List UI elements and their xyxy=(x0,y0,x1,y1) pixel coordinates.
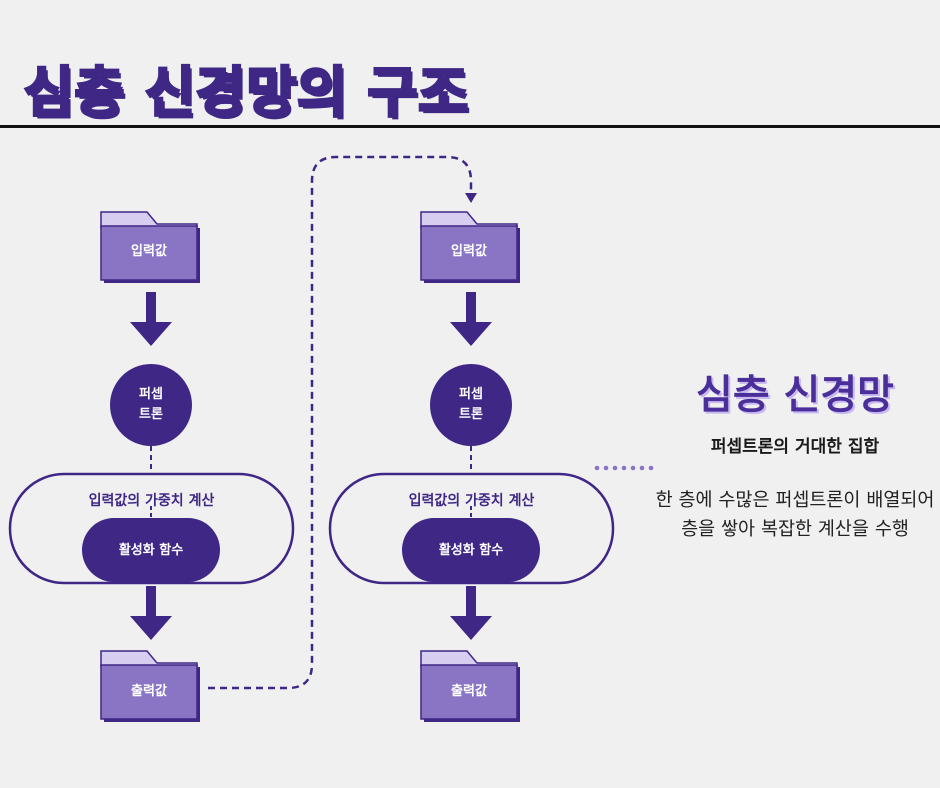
perceptron-label-line2: 트론 xyxy=(139,407,163,422)
down-arrow-icon xyxy=(450,586,492,640)
dotted-leader xyxy=(594,465,654,471)
down-arrow-icon xyxy=(450,292,492,346)
connector-arrowhead-icon xyxy=(465,193,477,203)
column-2 xyxy=(328,211,615,723)
down-arrow-icon xyxy=(130,292,172,346)
layer-box xyxy=(328,472,615,585)
weight-calc-label: 입력값의 가중치 계산 xyxy=(88,493,215,509)
side-title: 심층 신경망 xyxy=(696,372,894,418)
page-title: 심층 신경망의 구조 xyxy=(22,60,470,126)
layer-box xyxy=(8,472,295,585)
activation-pill xyxy=(402,518,540,582)
output-label: 출력값 xyxy=(451,684,487,699)
column-1 xyxy=(8,211,295,723)
activation-label: 활성화 함수 xyxy=(438,543,504,558)
side-subtitle: 퍼셉트론의 거대한 집합 xyxy=(710,437,880,457)
dashed-connector xyxy=(208,155,473,690)
down-arrow-icon xyxy=(130,586,172,640)
activation-label: 활성화 함수 xyxy=(118,543,184,558)
perceptron-label-line1: 퍼셉 xyxy=(459,387,483,402)
activation-pill xyxy=(82,518,220,582)
output-label: 출력값 xyxy=(131,684,167,699)
input-label: 입력값 xyxy=(131,244,167,259)
title-divider xyxy=(0,125,940,128)
perceptron-label-line1: 퍼셉 xyxy=(139,387,163,402)
perceptron-node xyxy=(110,364,192,446)
side-description: 한 층에 수많은 퍼셉트론이 배열되어 층을 쌓아 복잡한 계산을 수행 xyxy=(655,490,935,540)
weight-calc-label: 입력값의 가중치 계산 xyxy=(408,493,535,509)
perceptron-node xyxy=(430,364,512,446)
perceptron-label-line2: 트론 xyxy=(459,407,483,422)
input-label: 입력값 xyxy=(451,244,487,259)
